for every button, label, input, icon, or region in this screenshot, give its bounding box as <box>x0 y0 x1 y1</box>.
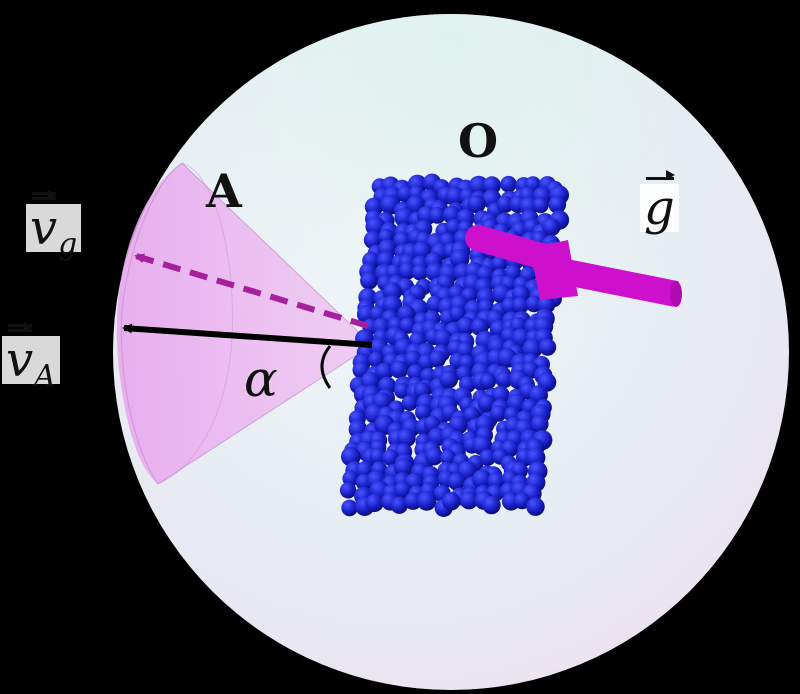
particle <box>398 262 417 280</box>
particle <box>382 449 399 466</box>
particle <box>495 370 513 389</box>
particle <box>511 297 529 314</box>
particle <box>363 231 382 249</box>
particle <box>539 338 557 356</box>
particle <box>490 405 507 422</box>
particle <box>404 350 422 369</box>
particle <box>390 360 409 379</box>
particle <box>459 491 479 510</box>
particle <box>428 350 446 368</box>
particle <box>411 264 429 281</box>
particle <box>360 271 378 290</box>
va-subscript: A <box>34 358 56 394</box>
particle <box>532 197 549 214</box>
particle <box>500 175 517 193</box>
particle <box>513 492 531 510</box>
particle <box>530 415 549 433</box>
particle <box>456 317 475 336</box>
particle <box>365 493 384 513</box>
particle <box>472 469 493 490</box>
particle <box>425 447 444 466</box>
particle <box>401 395 418 411</box>
particle <box>393 457 414 477</box>
particle <box>429 207 446 224</box>
particle-cluster <box>339 173 570 517</box>
particle <box>491 255 508 272</box>
origin-label: O <box>458 114 499 168</box>
particle <box>479 449 496 466</box>
particle <box>479 372 497 390</box>
particle <box>397 428 416 448</box>
particle <box>415 404 432 421</box>
cone-label: A <box>206 164 242 218</box>
particle <box>341 499 358 517</box>
particle <box>482 495 501 515</box>
gravity-label: g <box>640 169 679 236</box>
particle <box>433 329 453 349</box>
particle <box>439 370 458 389</box>
particle <box>467 195 486 214</box>
particle <box>496 195 514 213</box>
vg-arrow <box>134 253 369 329</box>
gravity-symbol: g <box>644 169 675 236</box>
vg-subscript: g <box>58 226 78 262</box>
particle <box>394 481 412 499</box>
particle <box>394 382 411 399</box>
particle <box>542 218 561 237</box>
gravity-arrow <box>465 225 682 307</box>
particle <box>447 472 466 491</box>
particle <box>407 364 424 381</box>
particle <box>526 497 545 516</box>
va-symbol: v <box>6 321 34 388</box>
vg-label: vg <box>26 189 82 259</box>
particle <box>375 362 394 381</box>
particle <box>390 496 408 514</box>
angle-arc <box>320 345 332 389</box>
particle <box>522 338 543 359</box>
particle <box>404 492 422 510</box>
va-label: vA <box>2 321 60 391</box>
particle <box>477 394 496 413</box>
particle <box>491 385 510 405</box>
particle <box>442 492 461 511</box>
particle <box>445 186 465 207</box>
va-arrow <box>122 323 373 348</box>
particle <box>482 176 501 195</box>
particle <box>339 482 357 499</box>
vg-symbol: v <box>30 189 58 256</box>
angle-label: α <box>244 350 278 408</box>
particle <box>416 491 437 511</box>
particle <box>369 448 387 465</box>
particle <box>440 449 457 466</box>
particle <box>548 195 567 214</box>
